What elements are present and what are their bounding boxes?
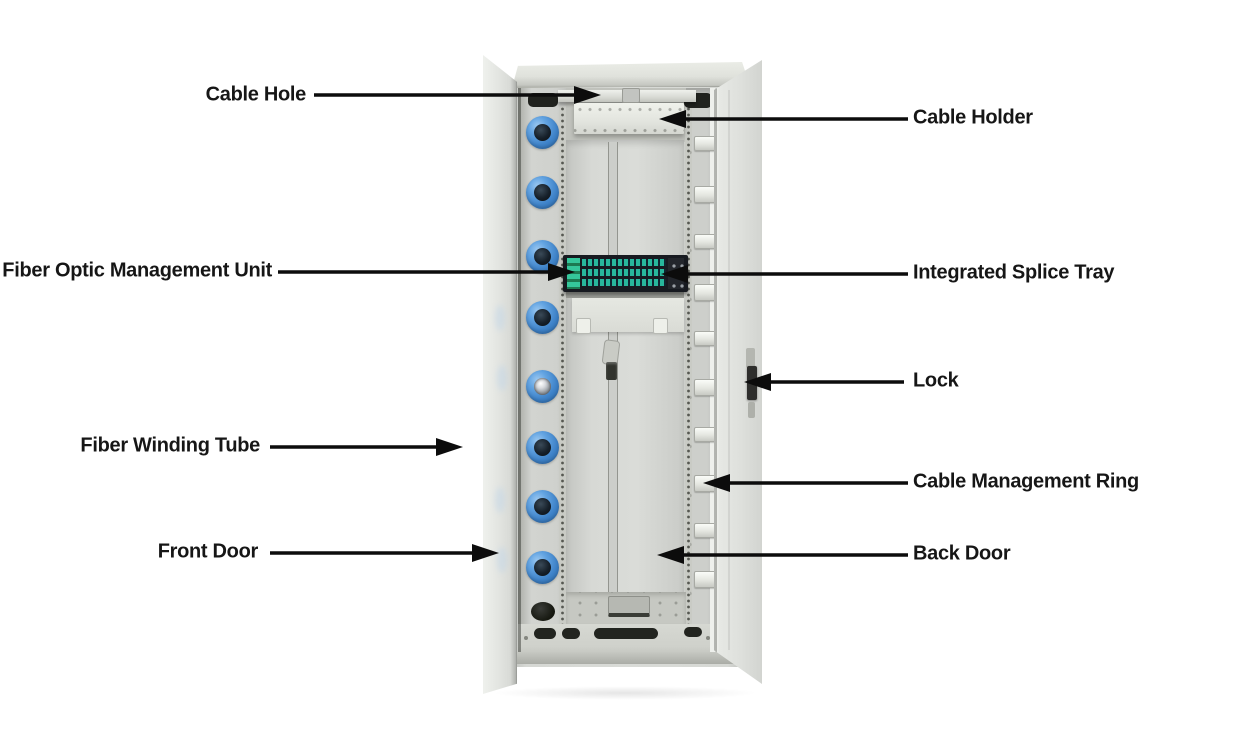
rack-rail-left bbox=[559, 106, 566, 651]
cable-management-ring bbox=[694, 186, 716, 203]
panel-tab bbox=[653, 318, 668, 334]
bottom-bracket bbox=[566, 592, 686, 624]
cable-management-ring bbox=[694, 284, 716, 301]
cable-hole-bar-left bbox=[558, 90, 626, 102]
fiber-winding-tube-grommet bbox=[526, 431, 559, 464]
label-fiber-winding-tube: Fiber Winding Tube bbox=[80, 434, 260, 457]
top-cap bbox=[511, 62, 750, 88]
label-lock: Lock bbox=[913, 369, 959, 392]
base-vent bbox=[562, 628, 580, 639]
cable-management-ring bbox=[694, 136, 716, 151]
panel-tab bbox=[576, 318, 591, 334]
door-gap-shadow bbox=[714, 60, 717, 684]
frame-edge-highlight bbox=[710, 88, 715, 656]
cabinet-shadow bbox=[492, 686, 758, 700]
cable-hole-bracket bbox=[622, 88, 640, 103]
tray-shelf-shadow bbox=[566, 292, 684, 298]
cable-hole-opening-left bbox=[528, 93, 558, 107]
rack-rail-right bbox=[685, 106, 692, 651]
label-cable-hole: Cable Hole bbox=[205, 83, 307, 106]
bottom-frame bbox=[510, 652, 744, 664]
back-door-panel bbox=[566, 140, 684, 608]
lock-plate-bottom bbox=[748, 402, 755, 418]
fiber-winding-tube-grommet bbox=[526, 176, 559, 209]
label-front-door: Front Door bbox=[157, 540, 259, 563]
tray-adapter-row bbox=[582, 259, 666, 266]
cable-management-ring bbox=[694, 331, 716, 346]
door-reflection bbox=[495, 487, 505, 513]
label-cable-management-ring: Cable Management Ring bbox=[913, 470, 1139, 493]
base-vent bbox=[684, 627, 702, 637]
cable-holder-panel bbox=[574, 103, 684, 134]
tray-screw-panel bbox=[668, 258, 684, 289]
cable-grommet-black bbox=[531, 602, 555, 621]
bottom-handle bbox=[608, 596, 650, 617]
cabinet-base bbox=[518, 624, 714, 656]
fiber-winding-tube-grommet bbox=[526, 116, 559, 149]
cable-management-ring bbox=[694, 475, 716, 492]
integrated-splice-tray-unit bbox=[563, 255, 688, 292]
rod-latch-handle bbox=[606, 362, 617, 380]
front-door-panel bbox=[483, 55, 517, 694]
door-reflection bbox=[497, 547, 507, 573]
door-reflection bbox=[497, 365, 507, 391]
cable-hole-bar-right bbox=[634, 90, 696, 102]
cable-management-ring bbox=[694, 234, 716, 249]
base-screw bbox=[706, 636, 710, 640]
arrow-fiber-winding-tube bbox=[270, 438, 463, 456]
fiber-winding-tube-grommet bbox=[526, 301, 559, 334]
fiber-winding-tube-grommet bbox=[526, 490, 559, 523]
door-hinge-seam bbox=[518, 88, 521, 656]
cable-management-ring bbox=[694, 427, 716, 442]
cable-management-ring bbox=[694, 379, 716, 396]
label-integrated-splice-tray: Integrated Splice Tray bbox=[913, 261, 1115, 284]
base-screw bbox=[524, 636, 528, 640]
label-cable-holder: Cable Holder bbox=[913, 106, 1033, 129]
tray-adapter-row bbox=[582, 269, 666, 276]
right-door-panel bbox=[714, 60, 762, 684]
cable-management-ring bbox=[694, 571, 716, 588]
fiber-winding-tube-grommet-metallic bbox=[526, 370, 559, 403]
fiber-winding-tube-grommet bbox=[526, 551, 559, 584]
label-back-door: Back Door bbox=[913, 542, 1011, 565]
cable-management-ring bbox=[694, 523, 716, 538]
door-reflection bbox=[495, 305, 505, 331]
tray-adapter-strip bbox=[567, 258, 580, 289]
door-crease bbox=[728, 90, 730, 650]
lock-plate-top bbox=[746, 348, 755, 368]
fiber-winding-tube-grommet bbox=[526, 240, 559, 273]
label-fiber-optic-management-unit: Fiber Optic Management Unit bbox=[2, 259, 272, 282]
base-vent-slot bbox=[594, 628, 658, 639]
tray-adapter-row bbox=[582, 279, 666, 286]
base-vent bbox=[534, 628, 556, 639]
arrow-lock bbox=[744, 373, 904, 391]
tray-cover-panel bbox=[572, 298, 684, 334]
arrow-front-door bbox=[270, 544, 499, 562]
door-lock bbox=[747, 366, 757, 400]
